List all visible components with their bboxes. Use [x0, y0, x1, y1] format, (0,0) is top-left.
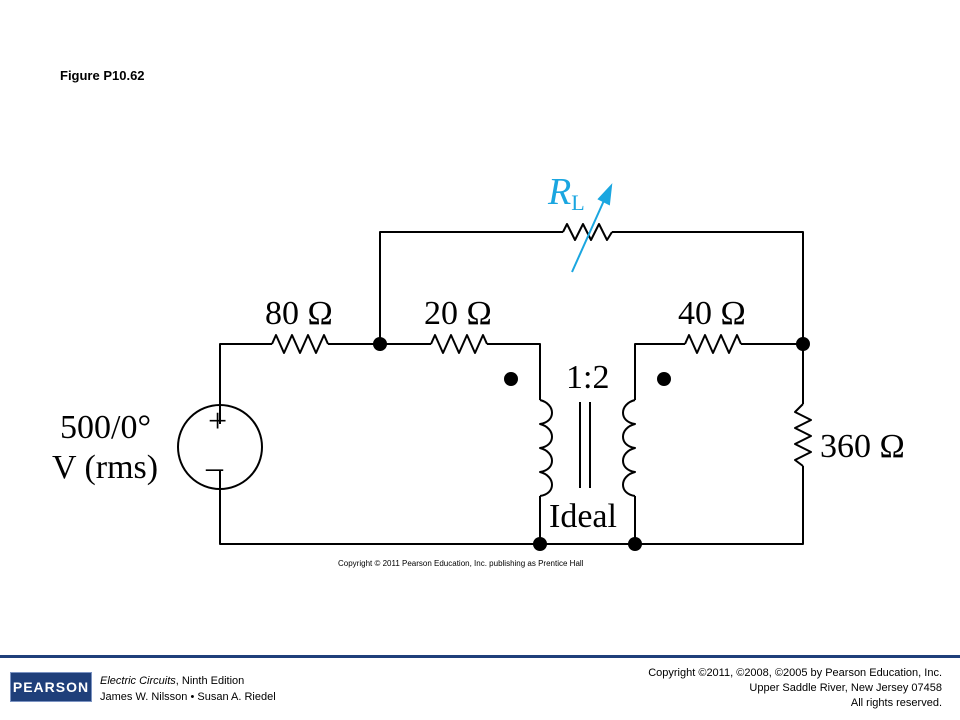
resistor-360-label: 360 Ω: [820, 428, 905, 465]
figure-copyright: Copyright © 2011 Pearson Education, Inc.…: [338, 559, 584, 568]
resistor-80-zigzag: [271, 334, 329, 354]
rl-arrow-head: [597, 183, 613, 206]
junction-node-right: [796, 337, 810, 351]
publisher-copyright: Copyright ©2011, ©2008, ©2005 by Pearson…: [648, 666, 942, 711]
source-unit-label: V (rms): [52, 449, 158, 486]
figure-title: Figure P10.62: [60, 68, 145, 83]
resistor-80-label: 80 Ω: [265, 295, 333, 332]
secondary-coil: [622, 399, 636, 497]
footer-rule: [0, 655, 960, 658]
voltage-source-circle: [177, 404, 263, 490]
source-plus-sign: +: [208, 403, 227, 440]
book-title: Electric Circuits: [100, 675, 176, 687]
resistor-40-label: 40 Ω: [678, 295, 746, 332]
copyright-line-1: Copyright ©2011, ©2008, ©2005 by Pearson…: [648, 667, 942, 679]
source-minus-sign: –: [205, 449, 224, 486]
resistor-20-zigzag: [430, 334, 488, 354]
junction-node-left: [373, 337, 387, 351]
book-authors: James W. Nilsson • Susan A. Riedel: [100, 691, 276, 703]
polarity-dot-secondary: [657, 372, 671, 386]
rl-subscript: L: [571, 190, 584, 215]
transformer-ideal-label: Ideal: [549, 498, 617, 535]
polarity-dot-primary: [504, 372, 518, 386]
book-info: Electric Circuits, Ninth Edition James W…: [100, 673, 276, 705]
resistor-20-label: 20 Ω: [424, 295, 492, 332]
resistor-360-zigzag: [794, 403, 812, 467]
book-edition: , Ninth Edition: [175, 675, 245, 687]
circuit-diagram: RL 80 Ω 20 Ω 40 Ω 360 Ω 1:2 Ideal + – 50…: [52, 171, 905, 568]
copyright-line-2: Upper Saddle River, New Jersey 07458: [749, 682, 942, 694]
primary-coil: [539, 399, 553, 497]
junction-node-bottom-primary: [533, 537, 547, 551]
junction-node-bottom-secondary: [628, 537, 642, 551]
turns-ratio-label: 1:2: [566, 359, 609, 396]
source-value-label: 500/0°: [60, 409, 151, 446]
copyright-line-3: All rights reserved.: [850, 697, 942, 709]
wire-right-bottom: [219, 466, 804, 545]
pearson-logo: PEARSON: [10, 672, 92, 702]
wire-left-top: [219, 343, 541, 424]
transformer-core: [579, 402, 591, 488]
rl-variable-arrow: [571, 195, 607, 273]
resistor-rl-zigzag: [562, 223, 613, 241]
wire-top-branch: [379, 231, 804, 344]
rl-label: RL: [547, 171, 585, 215]
resistor-40-zigzag: [684, 334, 742, 354]
